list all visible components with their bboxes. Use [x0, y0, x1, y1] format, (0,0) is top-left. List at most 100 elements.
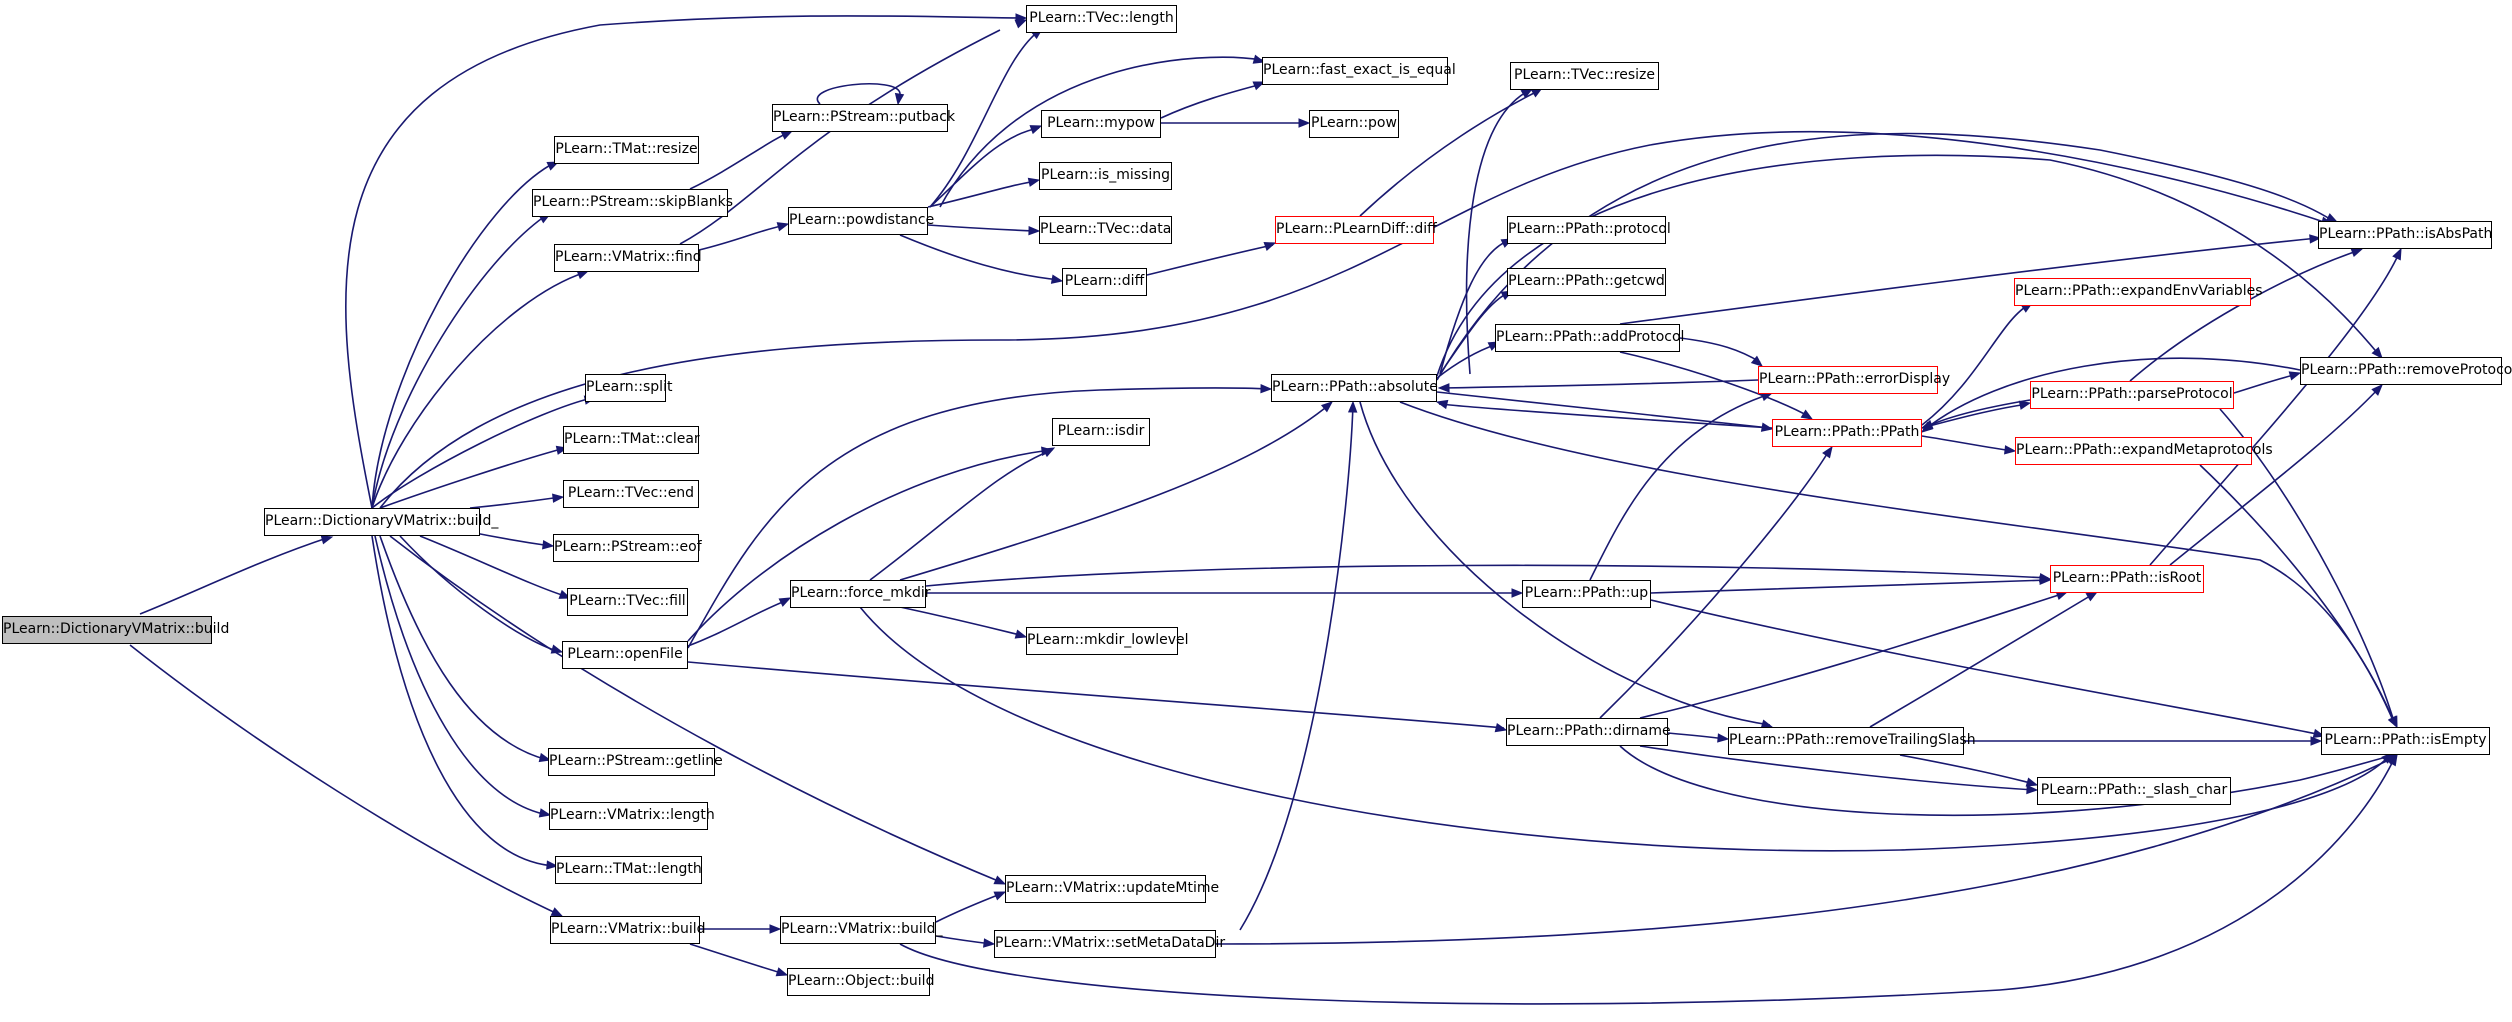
arrowhead-dvm_build_-to-tmat-length: [546, 860, 559, 870]
arrowhead-force-mkdir-to-isdir: [1042, 447, 1056, 458]
edge-putback-self: [816, 83, 901, 105]
edge-dvm_build_-to-tmat-clear: [379, 447, 566, 509]
edge-removetrailing-to-isroot: [1869, 592, 2096, 728]
edge-dirname-to-isempty: [1619, 745, 2396, 817]
node-ppath-isabspath[interactable]: PLearn::PPath::isAbsPath: [2318, 221, 2492, 249]
node-ppath-expandmetaprotocols[interactable]: PLearn::PPath::expandMetaprotocols: [2015, 437, 2273, 465]
node-object-build[interactable]: PLearn::Object::build: [787, 968, 934, 996]
arrowhead-vmatrix-build-to-object-build: [775, 967, 789, 977]
node-ppath-parseprotocol[interactable]: PLearn::PPath::parseProtocol: [2030, 381, 2234, 409]
node-split[interactable]: PLearn::split: [585, 374, 672, 402]
node-tmat-length[interactable]: PLearn::TMat::length: [555, 856, 702, 884]
node-tvec-data[interactable]: PLearn::TVec::data: [1039, 216, 1172, 244]
edge-vmatrix-find-to-tvec-length: [679, 29, 1001, 245]
node-ppath-getcwd[interactable]: PLearn::PPath::getcwd: [1507, 268, 1666, 296]
node-openfile[interactable]: PLearn::openFile: [562, 641, 688, 669]
edge-build_-to-isempty: [899, 756, 2396, 1005]
node-plearndiff-diff[interactable]: PLearn::PLearnDiff::diff: [1275, 216, 1437, 244]
arrowhead-dvm_build_-to-tvec-end: [552, 493, 565, 503]
node-vmatrix-setmetadatadir[interactable]: PLearn::VMatrix::setMetaDataDir: [994, 930, 1225, 958]
arrowhead-build_-to-setmetadatadir: [983, 938, 996, 948]
edge-addprotocol-to-errordisplay: [1679, 337, 1761, 363]
edge-isroot-to-removeprotocol: [2169, 386, 2381, 566]
edge-diff-to-plearndiff: [1146, 244, 1274, 276]
arrowhead-force-mkdir-to-up: [1511, 588, 1524, 598]
node-fast-exact-is-equal[interactable]: PLearn::fast_exact_is_equal: [1262, 57, 1456, 85]
node-vmatrix-length[interactable]: PLearn::VMatrix::length: [549, 802, 715, 830]
arrowhead-addprotocol-to-errordisplay: [1750, 355, 1764, 367]
arrowhead-diff-to-plearndiff: [1263, 241, 1277, 251]
arrowhead-setmetadatadir-to-absolute: [1347, 400, 1358, 413]
node-pstream-getline[interactable]: PLearn::PStream::getline: [548, 748, 723, 776]
node-ppath-absolute[interactable]: PLearn::PPath::absolute: [1271, 374, 1438, 402]
node-vmatrix-find[interactable]: PLearn::VMatrix::find: [554, 244, 702, 272]
node-is-missing[interactable]: PLearn::is_missing: [1039, 162, 1172, 190]
node-tmat-resize[interactable]: PLearn::TMat::resize: [554, 136, 699, 164]
node-diff[interactable]: PLearn::diff: [1062, 268, 1147, 296]
edge-removetrailing-to-slash-char: [1899, 754, 2036, 785]
arrowhead-powdistance-to-tvec-data: [1028, 225, 1041, 236]
arrowhead-setmetadatadir-to-isempty: [2385, 754, 2399, 765]
node-ppath-dirname[interactable]: PLearn::PPath::dirname: [1506, 718, 1671, 746]
node-tvec-fill[interactable]: PLearn::TVec::fill: [567, 588, 688, 616]
arrowhead-absolute-to-removeprotocol: [2371, 346, 2383, 360]
node-ppath-isempty[interactable]: PLearn::PPath::isEmpty: [2321, 727, 2490, 755]
node-ppath-protocol[interactable]: PLearn::PPath::protocol: [1507, 216, 1671, 244]
edge-ppath-to-absolute: [1438, 403, 1773, 429]
edge-addprotocol-to-ppath: [1619, 351, 1811, 418]
node-vmatrix-updatemtime[interactable]: PLearn::VMatrix::updateMtime: [1005, 875, 1219, 903]
arrowhead-vmatrix-find-to-powdistance: [776, 222, 790, 232]
node-ppath-removeprotocol[interactable]: PLearn::PPath::removeProtocol: [2300, 357, 2512, 385]
edge-dvm_build_-to-vmatrix-length: [374, 535, 549, 816]
edge-powdistance-to-diff: [899, 234, 1061, 281]
node-ppath-errordisplay[interactable]: PLearn::PPath::errorDisplay: [1758, 366, 1950, 394]
node-ppath-up[interactable]: PLearn::PPath::up: [1522, 580, 1651, 608]
edge-ppath-to-parseprotocol: [1921, 403, 2029, 429]
node-mkdir-lowlevel[interactable]: PLearn::mkdir_lowlevel: [1026, 627, 1188, 655]
node-pstream-putback[interactable]: PLearn::PStream::putback: [772, 104, 955, 132]
arrowhead-mypow-to-fast-exact: [1252, 81, 1266, 91]
arrowhead-force-mkdir-to-absolute: [1320, 401, 1334, 413]
node-pstream-skipblanks[interactable]: PLearn::PStream::skipBlanks: [532, 189, 733, 217]
node-mypow[interactable]: PLearn::mypow: [1041, 110, 1161, 138]
node-dvm-build[interactable]: PLearn::DictionaryVMatrix::build: [2, 616, 229, 644]
node-ppath-slash-char[interactable]: PLearn::PPath::_slash_char: [2037, 777, 2231, 805]
node-ppath-isroot[interactable]: PLearn::PPath::isRoot: [2050, 565, 2204, 593]
node-force-mkdir[interactable]: PLearn::force_mkdir: [790, 580, 931, 608]
node-vmatrix-build[interactable]: PLearn::VMatrix::build: [550, 916, 706, 944]
edge-absolute-to-tvec-resize: [1465, 89, 1531, 375]
edge-force-mkdir-to-isroot: [925, 564, 2049, 587]
node-vmatrix-build-underscore[interactable]: PLearn::VMatrix::build_: [780, 916, 943, 944]
node-pstream-eof[interactable]: PLearn::PStream::eof: [553, 534, 702, 562]
edge-powdistance-to-fast-exact: [939, 56, 1263, 208]
edge-dvm_build_-to-tvec-fill: [419, 535, 569, 598]
node-pow[interactable]: PLearn::pow: [1309, 110, 1399, 138]
arrowhead-removeprotocol-to-ppath: [1920, 421, 1934, 433]
arrowhead-putback-self: [894, 92, 905, 106]
node-powdistance[interactable]: PLearn::powdistance: [788, 207, 934, 235]
node-ppath-removetrailingslash[interactable]: PLearn::PPath::removeTrailingSlash: [1728, 727, 1976, 755]
node-isdir[interactable]: PLearn::isdir: [1052, 418, 1150, 446]
edge-dvm_build_-to-updatemtime: [389, 535, 1004, 884]
node-ppath-ppath[interactable]: PLearn::PPath::PPath: [1772, 419, 1922, 447]
node-dvm-build-underscore[interactable]: PLearn::DictionaryVMatrix::build_: [264, 508, 498, 536]
edge-absolute-to-removetrailing: [1359, 401, 1771, 726]
edge-dirname-to-isroot: [1639, 592, 2066, 719]
node-tvec-resize[interactable]: PLearn::TVec::resize: [1510, 62, 1659, 90]
edge-dvm_build_-to-getline: [379, 535, 549, 761]
edge-errordisplay-to-absolute: [1440, 379, 1759, 389]
node-tmat-clear[interactable]: PLearn::TMat::clear: [563, 426, 700, 454]
arrowhead-openfile-to-dirname: [1494, 722, 1508, 733]
node-ppath-addprotocol[interactable]: PLearn::PPath::addProtocol: [1495, 324, 1684, 352]
edge-openfile-to-absolute: [687, 387, 1270, 649]
node-tvec-end[interactable]: PLearn::TVec::end: [563, 480, 699, 508]
edge-force-mkdir-to-absolute: [899, 403, 1331, 581]
arrowhead-vmatrix-build-to-build_: [769, 924, 782, 934]
arrowhead-build_-to-updatemtime: [993, 891, 1007, 901]
arrowhead-dirname-to-removetrailing: [1717, 733, 1730, 743]
edge-powdistance-to-tvec-length: [929, 29, 1041, 208]
node-ppath-expandenvvariables[interactable]: PLearn::PPath::expandEnvVariables: [2014, 278, 2263, 306]
node-tvec-length[interactable]: PLearn::TVec::length: [1026, 5, 1177, 33]
